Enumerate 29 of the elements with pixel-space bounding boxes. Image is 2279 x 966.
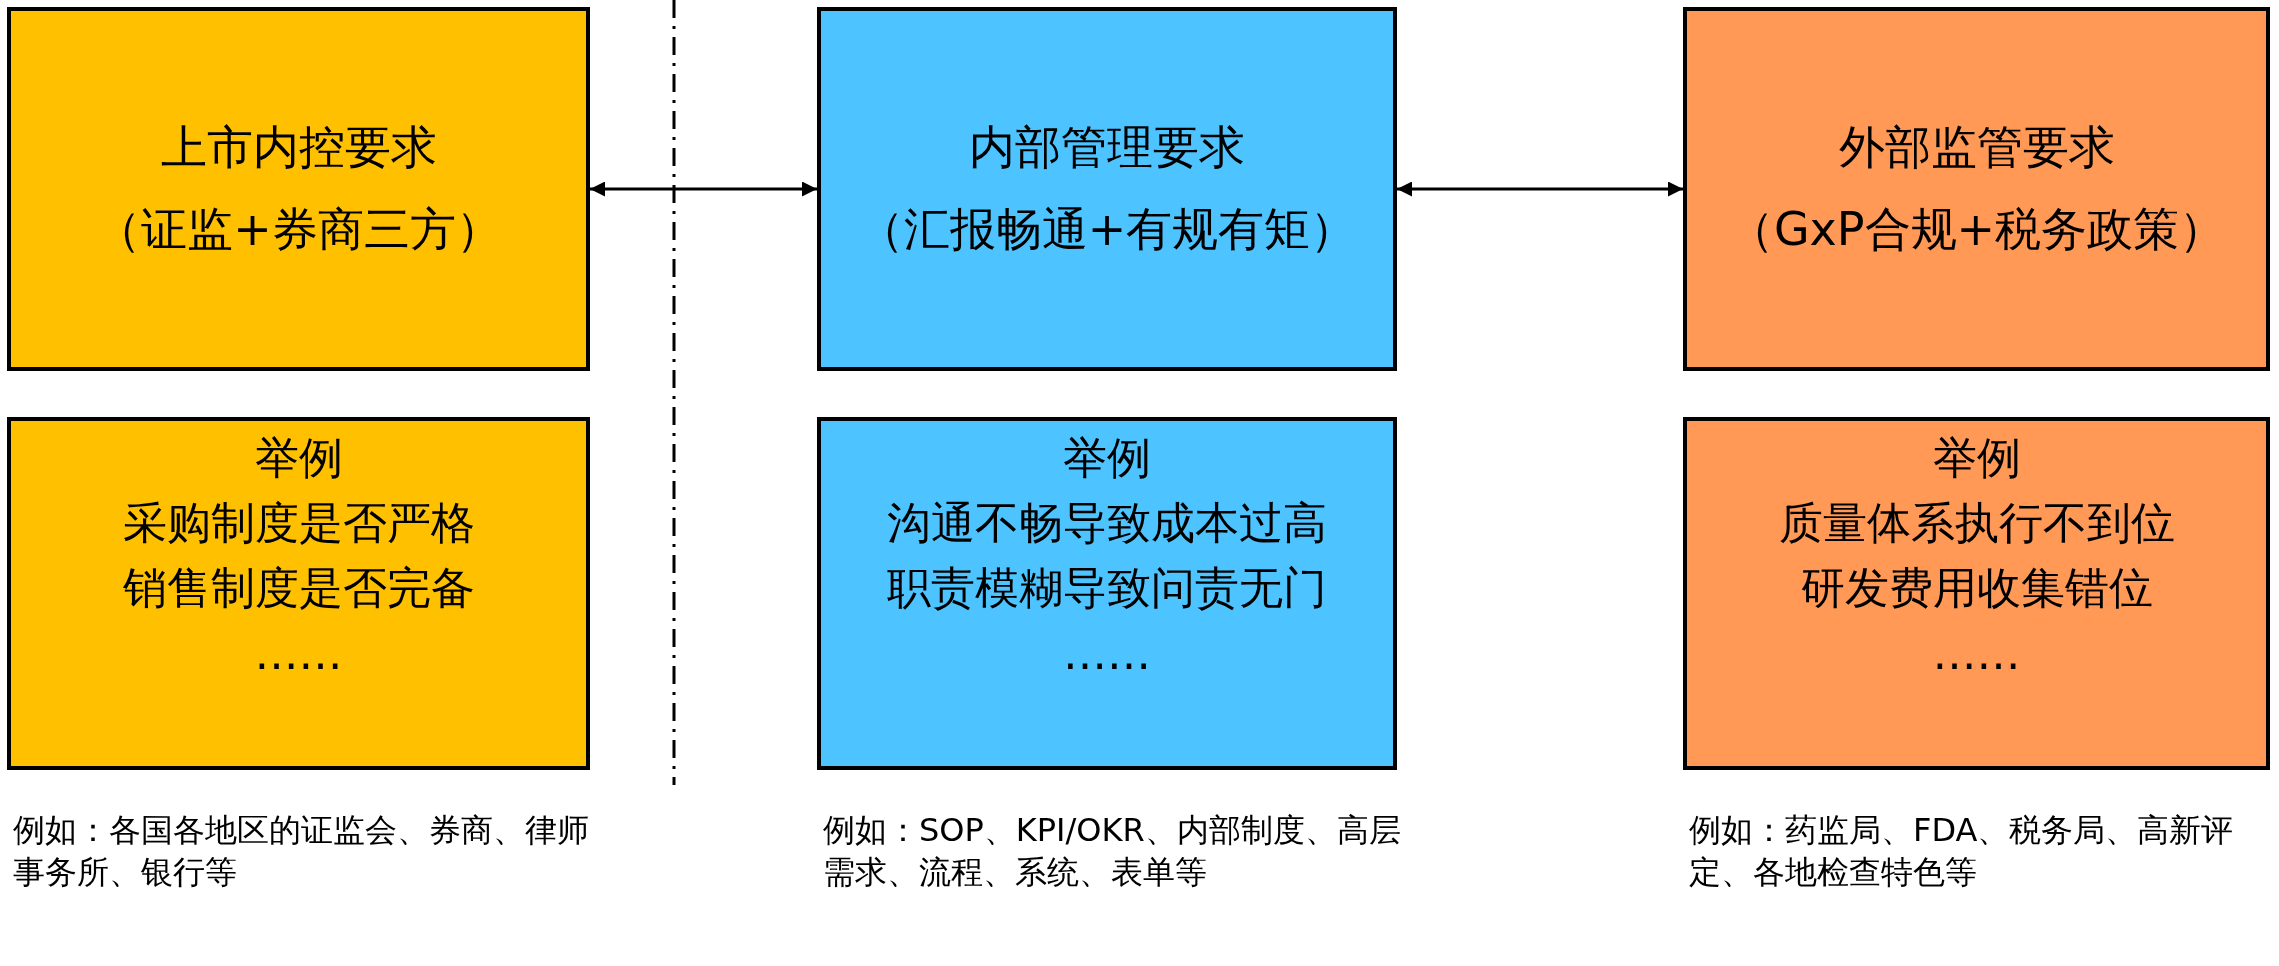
requirement-box	[1683, 7, 2270, 371]
box-text: 职责模糊导致问责无门	[887, 561, 1327, 616]
box-heading: 举例	[1932, 431, 2021, 485]
requirement-box	[817, 7, 1397, 371]
example-box	[7, 417, 590, 770]
note-text: 例如：各国各地区的证监会、券商、律师事务所、银行等	[13, 810, 590, 893]
box-text: 沟通不畅导致成本过高	[887, 496, 1327, 551]
box-text: ……	[1932, 626, 2021, 681]
box-heading: 上市内控要求	[160, 119, 437, 177]
box-text: （汇报畅通+有规有矩）	[857, 201, 1357, 258]
box-heading: 举例	[1063, 431, 1151, 485]
box-heading: 内部管理要求	[969, 119, 1245, 177]
box-text: （证监+券商三方）	[95, 201, 502, 258]
box-heading: 举例	[254, 431, 343, 485]
double-arrow	[1397, 181, 1683, 197]
note-text: 例如：SOP、KPI/OKR、内部制度、高层需求、流程、系统、表单等	[823, 810, 1402, 893]
box-heading: 外部监管要求	[1838, 119, 2115, 177]
box-text: （GxP合规+税务政策）	[1727, 201, 2226, 258]
example-box	[1683, 417, 2270, 770]
box-text: 销售制度是否完备	[122, 561, 475, 616]
requirement-box	[7, 7, 590, 371]
box-text: ……	[1063, 626, 1151, 681]
box-text: 质量体系执行不到位	[1778, 496, 2175, 551]
double-arrow	[590, 181, 817, 197]
example-box	[817, 417, 1397, 770]
box-text: 采购制度是否严格	[122, 496, 475, 551]
box-text: ……	[254, 626, 343, 681]
box-text: 研发费用收集错位	[1800, 561, 2153, 616]
note-text: 例如：药监局、FDA、税务局、高新评定、各地检查特色等	[1689, 810, 2235, 893]
